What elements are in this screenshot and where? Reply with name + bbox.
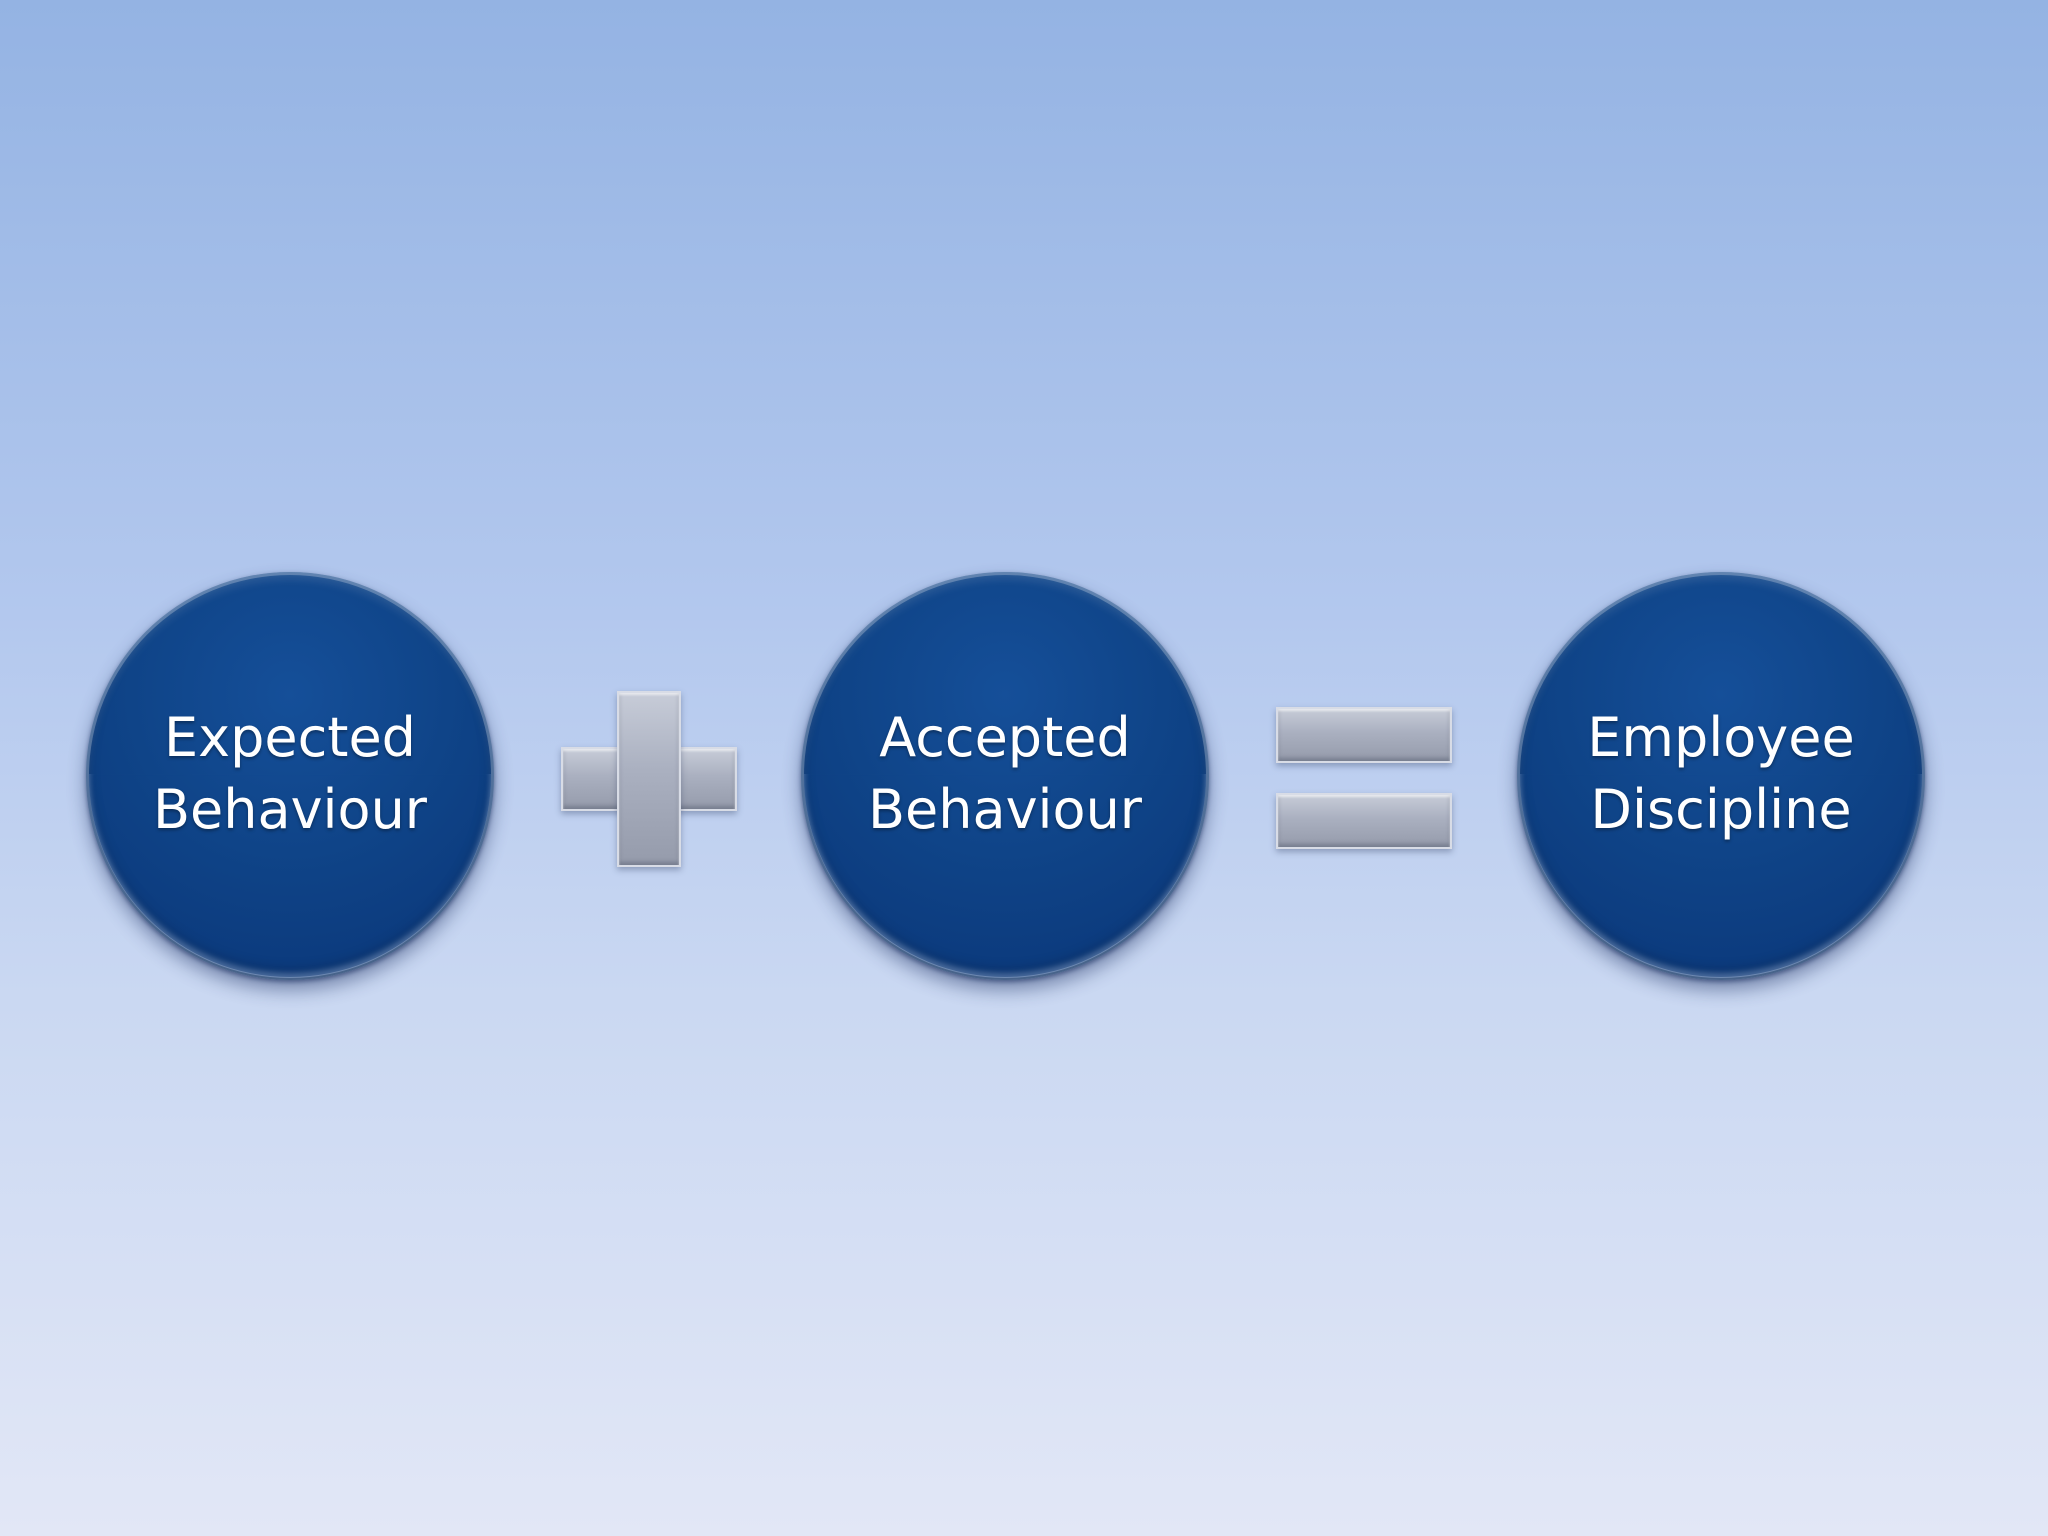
- equals-bottom-bar: [1276, 793, 1452, 849]
- expected-behaviour-label: Expected Behaviour: [152, 706, 427, 841]
- equals-icon: [1276, 707, 1452, 849]
- plus-vertical-bar: [617, 691, 681, 867]
- plus-icon: [561, 691, 737, 867]
- employee-discipline-circle: Employee Discipline: [1517, 572, 1925, 980]
- accepted-behaviour-circle: Accepted Behaviour: [801, 572, 1209, 980]
- accepted-behaviour-label: Accepted Behaviour: [867, 706, 1142, 841]
- employee-discipline-label: Employee Discipline: [1587, 706, 1855, 841]
- expected-behaviour-circle: Expected Behaviour: [86, 572, 494, 980]
- equals-top-bar: [1276, 707, 1452, 763]
